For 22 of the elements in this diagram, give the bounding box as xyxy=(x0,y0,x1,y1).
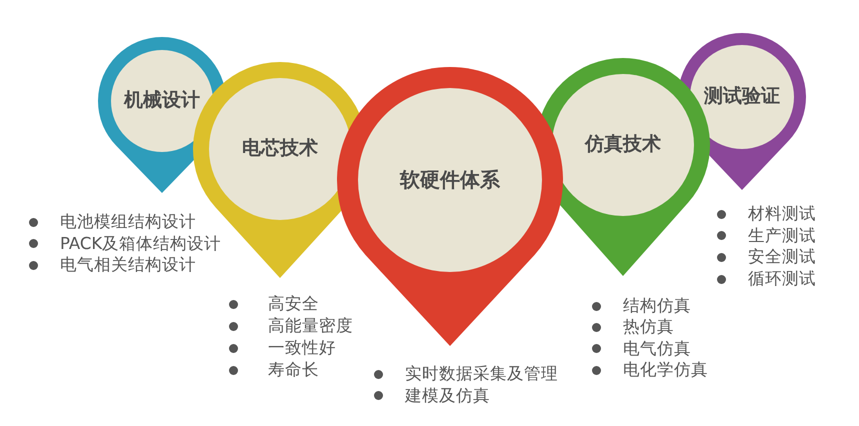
list-item: 安全测试 xyxy=(748,247,816,268)
list-item: 热仿真 xyxy=(623,317,674,338)
list-item: 高能量密度 xyxy=(268,316,353,336)
list-item: 一致性好 xyxy=(268,338,336,358)
list-item: 生产测试 xyxy=(748,226,816,246)
list-item: 结构仿真 xyxy=(623,296,691,316)
list-item: 建模及仿真 xyxy=(405,386,490,406)
pin-title: 软硬件体系 xyxy=(400,168,500,192)
pin-title: 仿真技术 xyxy=(585,134,661,156)
list-item: 材料测试 xyxy=(748,204,816,224)
list-item: 寿命长 xyxy=(268,360,319,380)
list-item: 电气仿真 xyxy=(623,338,691,359)
list-item: 电气相关结构设计 xyxy=(60,255,196,275)
list-item: PACK及箱体结构设计 xyxy=(60,234,222,254)
list-item: 实时数据采集及管理 xyxy=(405,364,558,384)
list-item: 循环测试 xyxy=(748,269,816,290)
pin-title: 测试验证 xyxy=(704,86,780,108)
pin-title: 机械设计 xyxy=(124,90,200,112)
pin-title: 电芯技术 xyxy=(242,138,318,160)
list-item: 高安全 xyxy=(268,294,319,314)
list-item: 电化学仿真 xyxy=(623,360,708,380)
list-item: 电池模组结构设计 xyxy=(60,212,196,232)
